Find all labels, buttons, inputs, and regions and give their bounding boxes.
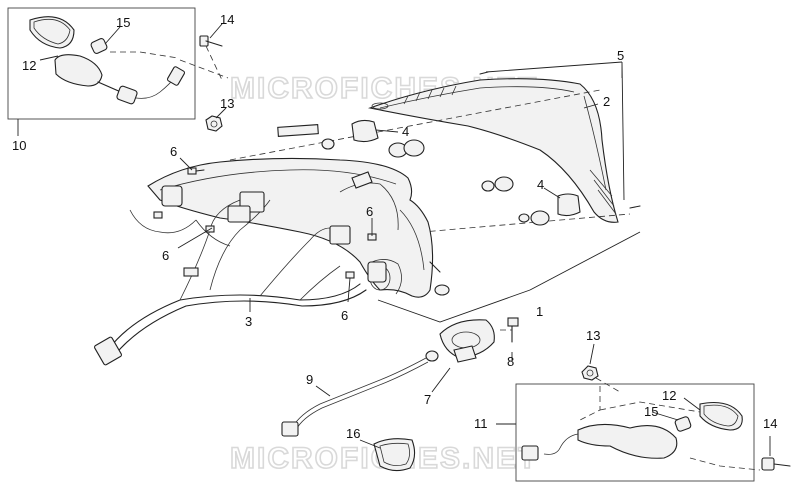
- indicator-connector: [166, 66, 186, 86]
- nut-13-top: [205, 115, 223, 132]
- callout-12-bottom: 12: [662, 388, 676, 403]
- callout-14-bottom: 14: [763, 416, 777, 431]
- tail-light-housing: [147, 157, 450, 298]
- inset-box-10: [7, 7, 196, 120]
- callout-6-bottom: 6: [341, 308, 348, 323]
- indicator-bulb: [90, 38, 108, 54]
- bulb-top: [403, 139, 425, 157]
- callout-14-top: 14: [220, 12, 234, 27]
- callout-labels: 15 14 12 13 10 5 2 4 4 6 6 6 6 3 1 13 8 …: [12, 12, 777, 441]
- gasket-16: [373, 438, 416, 472]
- callout-9: 9: [306, 372, 313, 387]
- callout-15-top: 15: [116, 15, 130, 30]
- screws-5: [479, 61, 641, 209]
- socket-4-top: [351, 119, 379, 143]
- indicator-body: [54, 54, 103, 87]
- callout-6-top: 6: [170, 144, 177, 159]
- nut-13-bottom: [581, 343, 621, 393]
- callout-3: 3: [245, 314, 252, 329]
- callout-6-left: 6: [162, 248, 169, 263]
- inset-box-11: [515, 383, 755, 482]
- bulb-sockets-4: [277, 119, 581, 226]
- housing-body: [147, 157, 434, 298]
- callout-2: 2: [603, 94, 610, 109]
- screw-14-top: [179, 35, 229, 81]
- plate-light-7: [439, 319, 495, 359]
- callout-13-top: 13: [220, 96, 234, 111]
- harness-main: [107, 283, 361, 351]
- gasket-strip: [277, 124, 319, 137]
- wiring-harness: [94, 185, 387, 366]
- callout-7: 7: [424, 392, 431, 407]
- callout-4-top: 4: [402, 124, 409, 139]
- callout-10: 10: [12, 138, 26, 153]
- cable-9-connector: [281, 421, 299, 437]
- callout-12-top: 12: [22, 58, 36, 73]
- indicator-body-rear: [577, 423, 678, 459]
- inset-front-left-indicator: [7, 7, 196, 120]
- tail-lens-body: [367, 78, 619, 223]
- bulb-right: [494, 176, 514, 192]
- plate-light-assembly: [281, 317, 519, 472]
- plate-bulb: [425, 350, 439, 362]
- callout-5: 5: [617, 48, 624, 63]
- harness-connector: [94, 336, 122, 366]
- callout-15-bottom: 15: [644, 404, 658, 419]
- leader-lines-main: [17, 23, 641, 323]
- indicator-bulb-rear: [674, 416, 692, 432]
- socket-4-right: [557, 193, 581, 217]
- socket-left: [161, 185, 183, 207]
- callout-1: 1: [536, 304, 543, 319]
- screw-14-bottom: [761, 457, 775, 471]
- callout-4-right: 4: [537, 177, 544, 192]
- bulb-lower: [530, 210, 550, 226]
- indicator-connector-rear: [521, 445, 539, 461]
- indicator-lens: [29, 16, 75, 49]
- callout-16: 16: [346, 426, 360, 441]
- callout-11: 11: [474, 416, 488, 431]
- callout-6-center: 6: [366, 204, 373, 219]
- inset-rear-right-indicator: [496, 383, 791, 482]
- screw-8: [507, 317, 519, 327]
- cable-9: [291, 357, 427, 429]
- callout-8: 8: [507, 354, 514, 369]
- tail-light-lens: [367, 78, 619, 223]
- callout-13-bottom: 13: [586, 328, 600, 343]
